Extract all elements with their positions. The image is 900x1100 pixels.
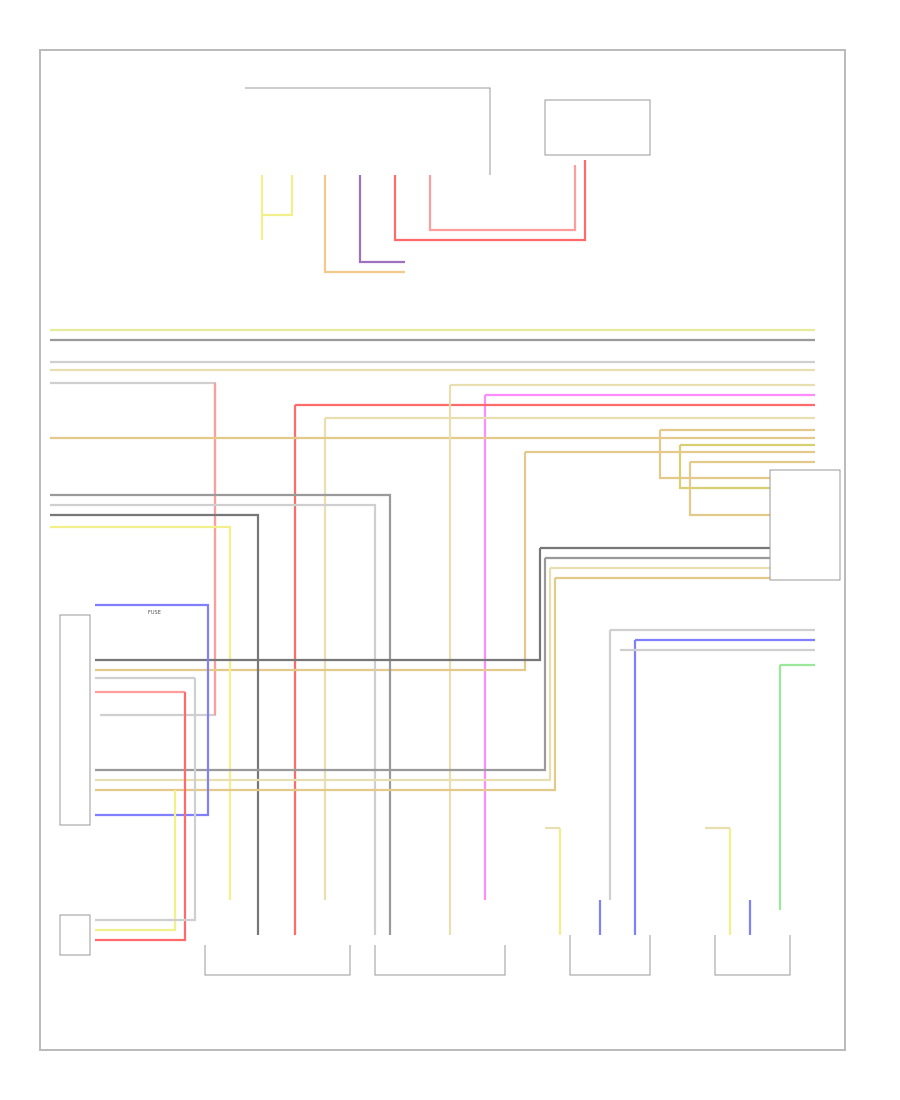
wire-blue xyxy=(95,603,210,817)
ignition-switch-box xyxy=(245,87,491,175)
seat-position-sensor-2 xyxy=(714,935,791,976)
wires xyxy=(50,160,815,942)
wire-tan xyxy=(688,462,770,517)
wire-light-gray xyxy=(95,678,197,922)
wire-light-gray xyxy=(50,381,217,717)
seat-belt-switch-2 xyxy=(374,945,506,976)
seat-occupancy-sensor xyxy=(59,914,91,956)
front-passenger-module xyxy=(769,469,841,581)
wire-dark-gray xyxy=(95,548,542,662)
fuse-relay-box xyxy=(544,99,651,156)
wire-orange xyxy=(323,175,405,274)
wire-tan xyxy=(95,452,527,672)
wire-red xyxy=(393,160,587,242)
wire-tan xyxy=(658,430,770,480)
wire-yellow xyxy=(262,175,294,217)
cockpit-junction-block xyxy=(59,614,91,826)
components xyxy=(59,87,841,976)
wire-beige xyxy=(95,568,552,782)
wire-yellow xyxy=(95,790,177,932)
wire-purple xyxy=(358,175,405,264)
wire-gray xyxy=(50,493,392,935)
wire-pink xyxy=(428,165,577,232)
seat-belt-switch-1 xyxy=(204,945,351,976)
wire-gray xyxy=(95,558,547,772)
fuse-label: FUSE xyxy=(148,610,161,616)
wire-yellow xyxy=(50,525,232,900)
wire-dark-gray xyxy=(50,513,260,935)
wire-light-gray xyxy=(50,503,377,935)
wire-olive xyxy=(678,445,770,490)
seat-position-sensor-1 xyxy=(569,935,651,976)
diagram-border xyxy=(39,49,846,1051)
wire-tan xyxy=(95,578,557,792)
wire-red xyxy=(95,692,187,942)
